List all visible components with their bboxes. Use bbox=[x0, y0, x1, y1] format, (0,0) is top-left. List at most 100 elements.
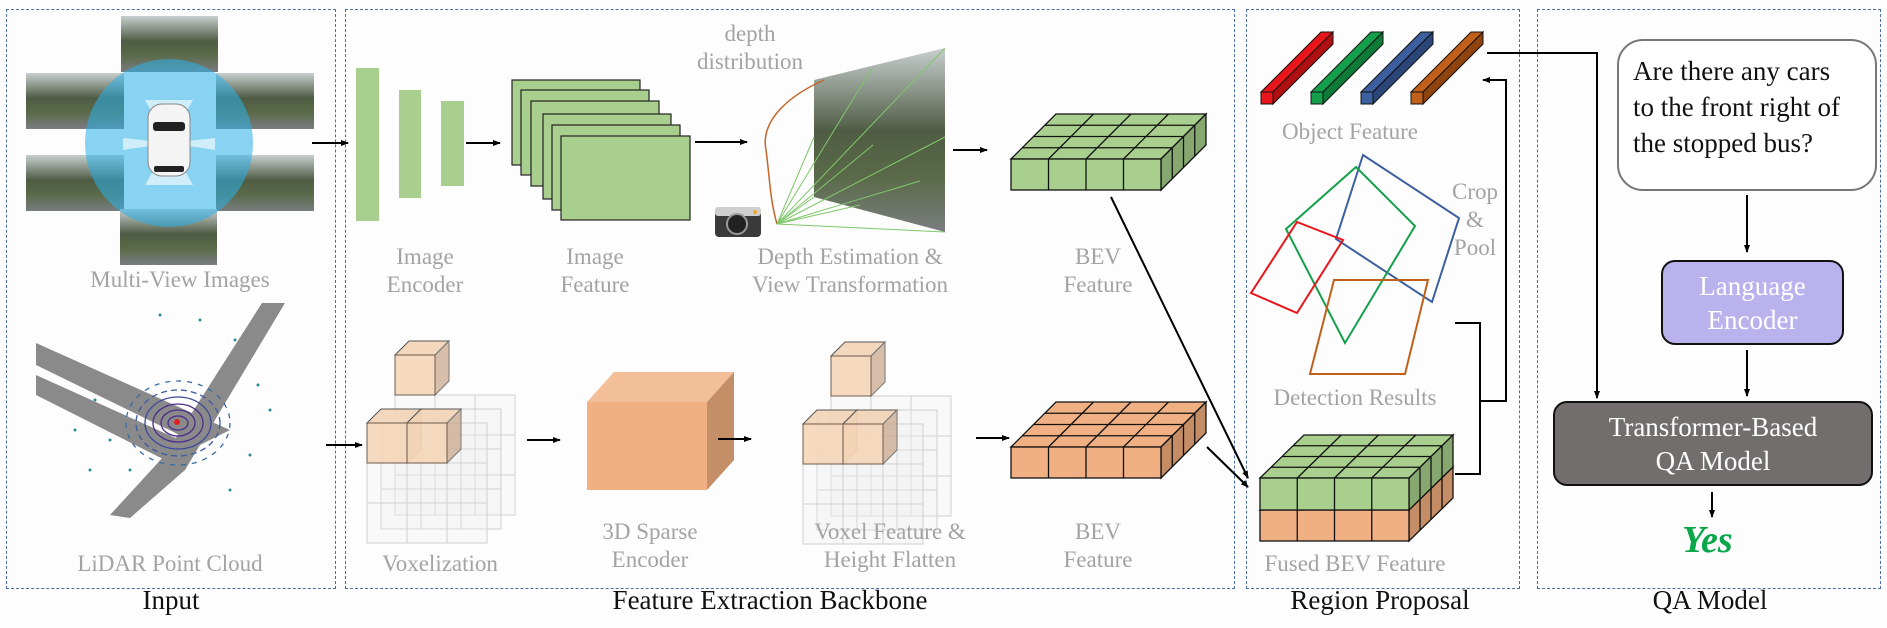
voxel-feature-cell bbox=[870, 475, 912, 517]
voxel-cell bbox=[460, 488, 502, 530]
voxel-feature-label: Voxel Feature & Height Flatten bbox=[814, 519, 966, 572]
detection-box-red bbox=[1249, 220, 1345, 315]
voxel-cell bbox=[446, 462, 488, 504]
voxel-cell bbox=[460, 408, 502, 450]
fused-camera-layer-cell-line bbox=[1371, 434, 1417, 479]
voxel-feature-cell bbox=[896, 449, 938, 491]
lidar-bev-cell-line bbox=[1123, 401, 1169, 448]
lidar-bev-feature-label: BEV Feature bbox=[1063, 519, 1133, 572]
voxel-highlight-cube bbox=[394, 354, 436, 396]
voxel-feature-cell bbox=[910, 395, 952, 437]
lidar-bev-feature-grid bbox=[1009, 400, 1208, 480]
sparse-encoder-block bbox=[587, 372, 734, 490]
voxel-feature-cell bbox=[802, 463, 844, 505]
connector-fused-to-crop bbox=[1455, 322, 1481, 475]
voxel-cell bbox=[394, 474, 436, 516]
voxel-cell bbox=[406, 462, 448, 504]
depth-estimation-label: Depth Estimation & View Transformation bbox=[751, 244, 949, 297]
voxel-feature-cell bbox=[882, 503, 924, 545]
voxel-feature-cell bbox=[896, 489, 938, 531]
voxel-cell bbox=[366, 462, 408, 504]
depth-distribution-curve bbox=[764, 79, 825, 225]
voxel-feature-cell bbox=[830, 475, 872, 517]
object-feature-bar-3 bbox=[1410, 91, 1424, 105]
transformer-qa-block: Transformer-Based QA Model bbox=[1553, 401, 1873, 486]
voxel-feature-highlight-cube bbox=[842, 423, 884, 465]
voxel-cell bbox=[380, 488, 422, 530]
section-title-input: Input bbox=[142, 585, 200, 615]
fused-bev-feature-label: Fused BEV Feature bbox=[1264, 551, 1446, 576]
voxel-feature-highlight-cube bbox=[830, 355, 872, 397]
voxel-feature-cell bbox=[842, 503, 884, 545]
depth-distribution-label: depth distribution bbox=[696, 21, 804, 74]
arrow-objects-to-qa bbox=[1487, 52, 1600, 399]
multi-view-images-label: Multi-View Images bbox=[90, 267, 270, 292]
camera-bev-feature-label: BEV Feature bbox=[1063, 244, 1133, 297]
fused-bev-feature-grid bbox=[1258, 433, 1455, 543]
section-title-backbone: Feature Extraction Backbone bbox=[612, 585, 928, 615]
voxel-cell bbox=[474, 474, 516, 516]
arrow-lidar-bev-to-fused bbox=[1206, 446, 1249, 488]
object-feature-label: Object Feature bbox=[1281, 119, 1419, 144]
sparse-encoder-label: 3D Sparse Encoder bbox=[602, 519, 698, 572]
voxel-feature-cell bbox=[910, 435, 952, 477]
detection-box-blue bbox=[1334, 153, 1461, 304]
voxel-highlight-cube bbox=[406, 422, 448, 464]
detection-box-orange bbox=[1308, 279, 1430, 375]
detection-box-green bbox=[1284, 165, 1417, 346]
voxel-feature-cell bbox=[842, 463, 884, 505]
detection-boxes bbox=[1249, 153, 1461, 375]
object-feature-bars bbox=[1259, 30, 1485, 106]
road bbox=[36, 375, 180, 460]
voxel-cell bbox=[406, 502, 448, 544]
voxel-cell bbox=[446, 502, 488, 544]
image-feature-label: Image Feature bbox=[560, 244, 630, 297]
camera-icon bbox=[715, 207, 761, 237]
section-title-qa-model: QA Model bbox=[1652, 585, 1768, 615]
camera-bev-cell-line bbox=[1123, 113, 1169, 160]
depth-view-transform bbox=[715, 47, 946, 237]
ego-car-icon bbox=[147, 103, 191, 177]
voxel-cell bbox=[420, 488, 462, 530]
voxelization-label: Voxelization bbox=[382, 551, 498, 576]
object-feature-bar-2 bbox=[1360, 91, 1374, 105]
region-proposal-panel bbox=[1246, 9, 1520, 589]
multi-view-images bbox=[26, 16, 314, 265]
voxel-feature-cell bbox=[896, 409, 938, 451]
fov-gap bbox=[123, 138, 169, 150]
section-title-region-proposal: Region Proposal bbox=[1290, 585, 1470, 615]
arrow-crop-pool-to-objects bbox=[1480, 77, 1507, 402]
answer-text: Yes bbox=[1682, 519, 1733, 561]
question-box: Are there any cars to the front right of… bbox=[1617, 39, 1877, 191]
image-encoder-icon bbox=[356, 68, 464, 221]
voxel-feature-cell bbox=[882, 463, 924, 505]
lidar-point-cloud-label: LiDAR Point Cloud bbox=[77, 551, 263, 576]
voxel-feature-cell bbox=[816, 489, 858, 531]
qa-model-panel bbox=[1537, 9, 1881, 589]
backbone-panel bbox=[345, 9, 1235, 589]
road bbox=[36, 343, 230, 445]
crop-pool-label: Crop & Pool bbox=[1452, 179, 1498, 260]
voxel-feature-cell bbox=[910, 475, 952, 517]
voxel-cell bbox=[474, 434, 516, 476]
voxel-cell bbox=[474, 394, 516, 436]
depth-scene-image bbox=[814, 48, 945, 232]
voxel-feature-grid bbox=[801, 340, 952, 545]
ego-marker bbox=[174, 419, 180, 425]
voxel-grid bbox=[365, 339, 516, 544]
image-encoder-label: Image Encoder bbox=[386, 244, 464, 297]
voxel-cell bbox=[366, 502, 408, 544]
lidar-point-cloud bbox=[36, 303, 285, 518]
object-feature-bar-0 bbox=[1260, 91, 1274, 105]
language-encoder-block: Language Encoder bbox=[1661, 260, 1844, 345]
detection-results-label: Detection Results bbox=[1273, 385, 1437, 410]
voxel-feature-cell bbox=[856, 489, 898, 531]
image-feature-stack bbox=[511, 79, 691, 221]
voxel-cell bbox=[460, 448, 502, 490]
input-panel bbox=[6, 9, 336, 589]
voxel-cell bbox=[434, 474, 476, 516]
object-feature-bar-1 bbox=[1310, 91, 1324, 105]
voxel-feature-highlight-cube bbox=[802, 423, 844, 465]
